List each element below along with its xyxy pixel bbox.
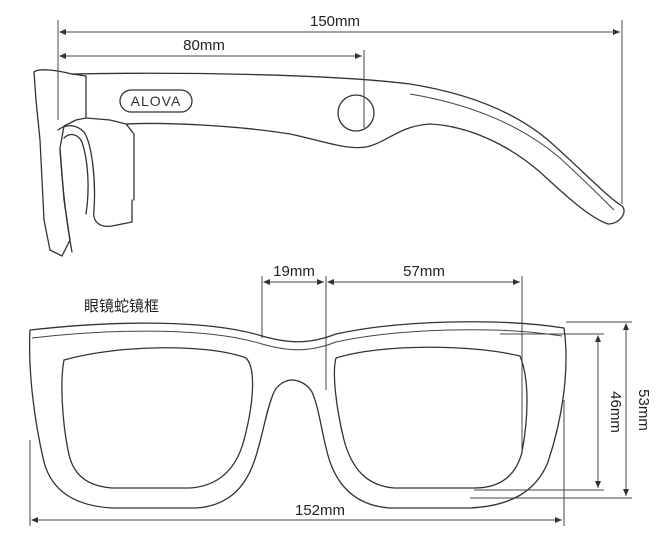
- dim-80-label: 80mm: [183, 37, 225, 54]
- frame-lower-edge: [85, 117, 135, 201]
- nose-pad-outer: [57, 125, 133, 228]
- side-view: ALOVA 150mm 80mm: [33, 13, 625, 257]
- temple-arm-inner-line: [409, 93, 615, 211]
- dim-150-label: 150mm: [310, 13, 360, 30]
- temple-arm: [71, 72, 625, 225]
- front-view: 眼镜蛇镜框 19mm 57mm 46mm 53mm 152mm: [28, 263, 652, 526]
- nose-pad-edge: [59, 149, 73, 253]
- brand-logo-frame: [119, 89, 193, 113]
- dim-46-label: 46mm: [607, 391, 624, 433]
- right-lens: [333, 346, 528, 489]
- dim-53-label: 53mm: [635, 389, 652, 431]
- nose-pad-inner: [63, 133, 89, 215]
- frame-top-edge-inner: [31, 329, 563, 351]
- left-lens: [61, 347, 254, 489]
- dim-152-label: 152mm: [295, 502, 345, 519]
- dim-57-label: 57mm: [403, 263, 445, 280]
- hinge-circle: [337, 94, 375, 132]
- front-frame-profile: [33, 69, 87, 257]
- dim-19-label: 19mm: [273, 263, 315, 280]
- brand-logo-text: ALOVA: [131, 93, 182, 109]
- part-label: 眼镜蛇镜框: [84, 297, 159, 315]
- frame-outer: [28, 321, 567, 509]
